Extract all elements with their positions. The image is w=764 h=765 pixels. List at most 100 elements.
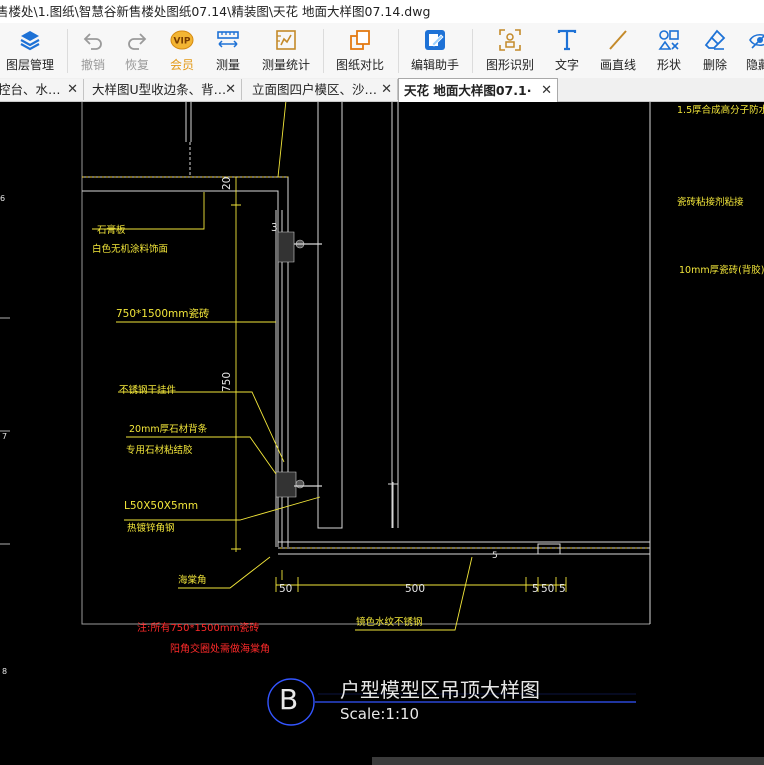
bolt-lower (295, 479, 305, 489)
measure-stats-icon (276, 30, 296, 50)
detail-title: 户型模型区吊顶大样图 (340, 678, 540, 702)
hide-label: 隐藏 (746, 58, 764, 72)
redo-button[interactable]: 恢复 (118, 23, 156, 78)
annotation-right-note-1: 1.5厚合成高分子防水涂料 (677, 105, 764, 116)
dim-500: 500 (405, 583, 426, 595)
tab-close-icon[interactable]: ✕ (225, 82, 236, 97)
hide-button[interactable]: 隐藏 (742, 23, 764, 78)
tab-document-4-active[interactable]: 天花 地面大样图07.1· ✕ (398, 78, 558, 102)
dim-ticks-750 (231, 204, 241, 550)
member-label: 会员 (169, 58, 194, 72)
floor-slab-line (278, 547, 650, 555)
line-icon (609, 30, 627, 50)
leader-steel-strip (355, 556, 473, 631)
annotation-galv-angle: 热镀锌角钢 (127, 523, 175, 534)
compare-icon (350, 30, 370, 50)
tab-close-icon[interactable]: ✕ (541, 83, 552, 98)
compare-button[interactable]: 图纸对比 (330, 23, 390, 78)
dim-5b: 5 (532, 583, 539, 595)
shape-tool-button[interactable]: 形状 (650, 23, 688, 78)
window-title: 售楼处\1.图纸\智慧谷新售楼处图纸07.14\精装图\天花 地面大样图07.1… (0, 4, 431, 19)
edit-helper-label: 编辑助手 (410, 58, 459, 72)
cad-drawing-lines (0, 102, 651, 726)
undo-label: 撤销 (80, 58, 105, 72)
toolbar-divider (323, 29, 324, 73)
annotation-white-paint: 白色无机涂料饰面 (92, 244, 169, 255)
tab-document-1[interactable]: 控台、水… ✕ (0, 79, 84, 100)
draw-line-button[interactable]: 画直线 (596, 23, 640, 78)
leader-angle (124, 496, 321, 521)
edit-helper-button[interactable]: 编辑助手 (405, 23, 465, 78)
annotation-stone-glue: 专用石材粘结胶 (126, 445, 193, 456)
text-icon (557, 29, 577, 51)
shape-recognize-button[interactable]: 图形识别 (480, 23, 540, 78)
undo-icon (83, 33, 102, 50)
annotation-angle-steel: L50X50X5mm (124, 500, 199, 512)
dim-50b: 50 (541, 583, 555, 595)
measure-stats-button[interactable]: 测量统计 (256, 23, 316, 78)
vip-badge-text: VIP (174, 37, 191, 47)
floor-joint (537, 543, 561, 555)
tab-close-icon[interactable]: ✕ (381, 82, 392, 97)
cad-drawing-canvas[interactable]: 石膏板 白色无机涂料饰面 750*1500mm瓷砖 不锈钢干挂件 20mm厚石材… (0, 102, 764, 765)
draw-line-label: 画直线 (599, 58, 636, 72)
ruler-label-8: 8 (2, 667, 8, 676)
redo-label: 恢复 (124, 58, 149, 72)
annotation-steel-strip: 镜色水纹不锈钢 (356, 617, 423, 628)
ruler-ticks (0, 317, 10, 545)
ruler-icon (217, 31, 239, 48)
member-button[interactable]: VIP 会员 (162, 23, 202, 78)
undo-button[interactable]: 撤销 (74, 23, 112, 78)
main-toolbar: 图层管理 撤销 恢复 VIP 会员 测量 (0, 23, 764, 79)
dim-ticks-bottom (275, 577, 567, 592)
drawing-frame (81, 102, 650, 625)
measure-stats-label: 测量统计 (261, 58, 310, 72)
leader-backing (126, 436, 277, 475)
annotation-stone-board: 石膏板 (97, 225, 126, 236)
annotation-steel-hanger: 不锈钢干挂件 (119, 385, 177, 396)
layers-icon (20, 31, 40, 51)
text-tool-button[interactable]: 文字 (548, 23, 586, 78)
tab-close-icon[interactable]: ✕ (67, 82, 78, 97)
window-title-bar: 售楼处\1.图纸\智慧谷新售楼处图纸07.14\精装图\天花 地面大样图07.1… (0, 0, 764, 23)
dim-750: 750 (221, 371, 233, 392)
annotation-right-note-3: 10mm厚瓷砖(背胶) (679, 265, 764, 276)
shape-tool-label: 形状 (656, 58, 681, 72)
ruler-label-6: 6 (0, 194, 6, 203)
toolbar-divider (398, 29, 399, 73)
tab-label: 天花 地面大样图07.1· (404, 83, 532, 98)
measure-label: 测量 (215, 58, 240, 72)
text-tool-label: 文字 (554, 58, 579, 72)
delete-label: 删除 (702, 58, 727, 72)
dim-3: 3 (271, 222, 278, 234)
tab-label: 控台、水… (0, 82, 61, 97)
tab-document-3[interactable]: 立面图四户模区、沙… ✕ (242, 79, 398, 100)
dim-5c: 5 (559, 583, 566, 595)
vip-icon: VIP (170, 30, 194, 50)
measure-button[interactable]: 测量 (208, 23, 248, 78)
horizontal-scrollbar[interactable] (372, 757, 764, 765)
toolbar-divider (67, 29, 68, 73)
shape-icon (658, 30, 679, 50)
ceiling-slab-inner (82, 190, 279, 547)
layer-manage-label: 图层管理 (5, 58, 54, 72)
tab-document-2[interactable]: 大样图U型收边条、背… ✕ (84, 79, 242, 100)
leader-corner (178, 556, 271, 589)
shape-recognize-label: 图形识别 (485, 58, 534, 72)
section-mark-circle (267, 678, 315, 726)
layer-manage-button[interactable]: 图层管理 (0, 23, 60, 78)
section-letter: B (279, 683, 299, 716)
detail-scale: Scale:1:10 (340, 705, 420, 723)
note-line-2: 阳角交圈处需做海棠角 (170, 644, 270, 655)
note-line-1: 注:所有750*1500mm瓷砖 (137, 623, 260, 634)
partition-board (317, 102, 343, 529)
edit-helper-icon (425, 30, 445, 50)
tab-label: 大样图U型收边条、背… (92, 82, 227, 97)
leader-top (277, 102, 287, 178)
delete-button[interactable]: 删除 (696, 23, 734, 78)
eraser-icon (704, 29, 726, 50)
floor-anchor (388, 482, 398, 528)
annotation-tile: 750*1500mm瓷砖 (116, 308, 210, 320)
hanger-rod-top (185, 102, 192, 142)
dim-20: 20 (221, 176, 233, 190)
